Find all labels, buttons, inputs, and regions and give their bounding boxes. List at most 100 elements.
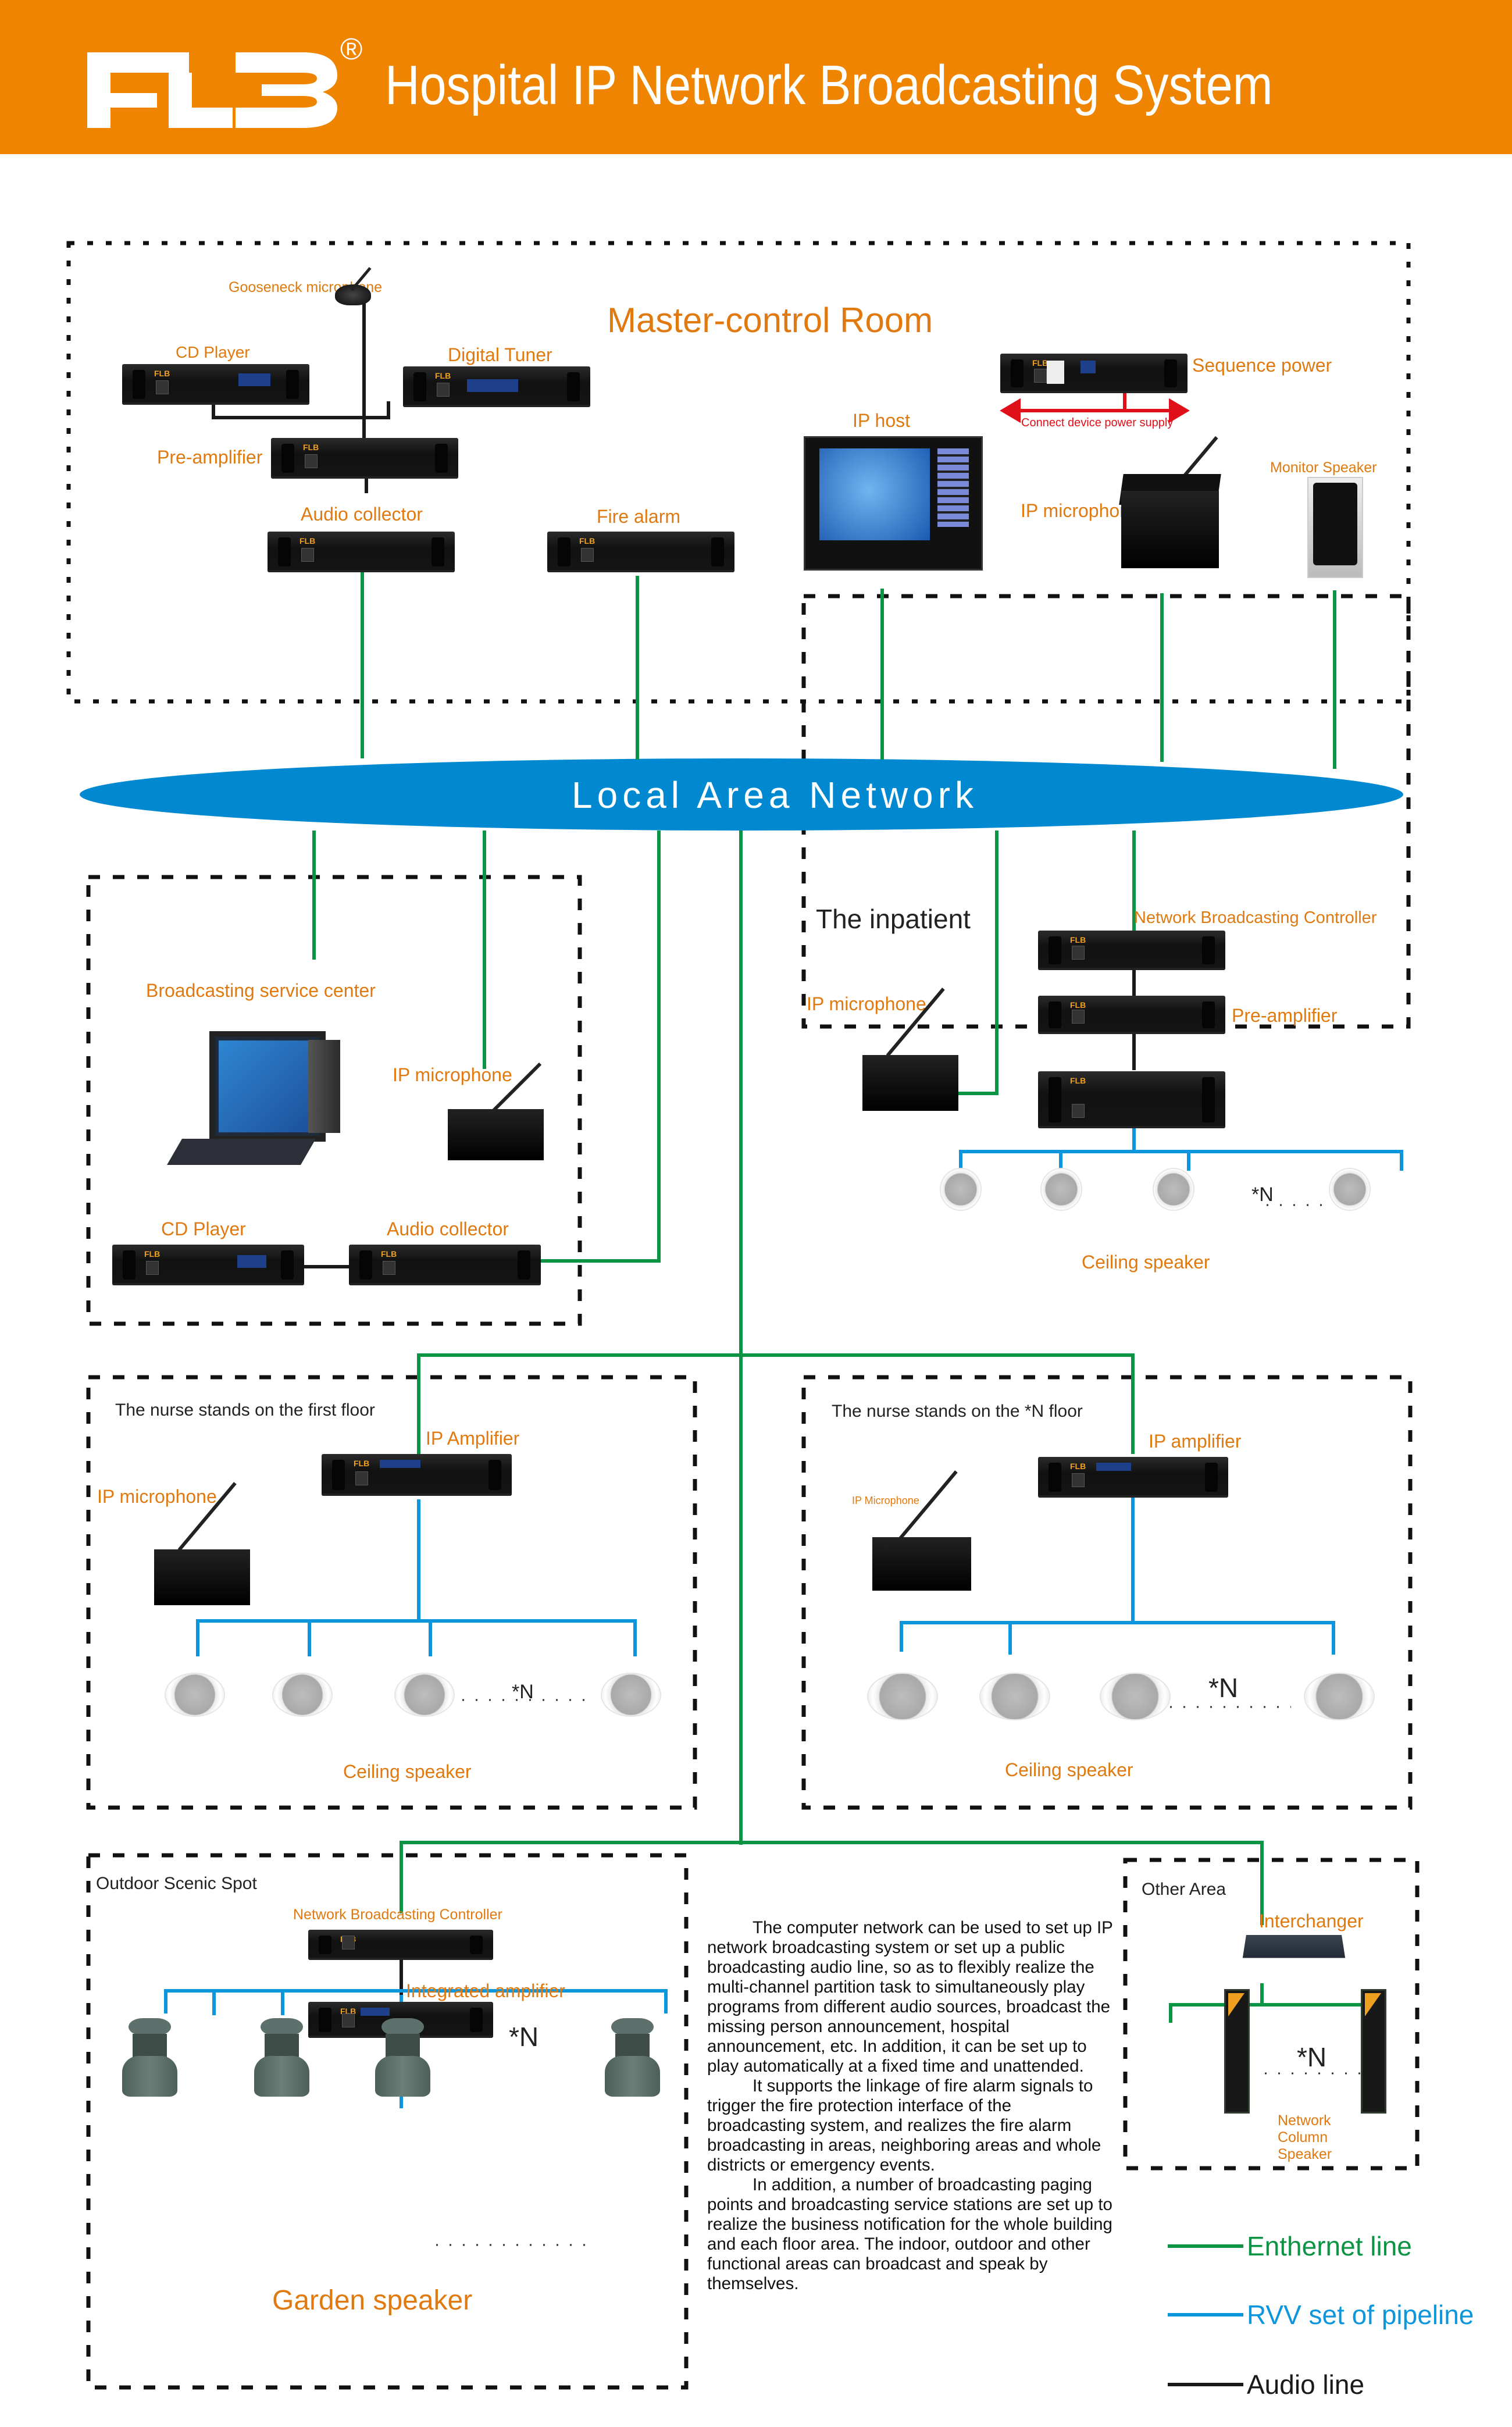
ceiling-speaker: [273, 1674, 331, 1716]
label-ceiling-speaker-inpatient: Ceiling speaker: [1082, 1252, 1210, 1273]
legend-item-ethernet: Enthernet line: [1168, 2230, 1412, 2262]
cd-player-device: FLB: [122, 364, 309, 405]
network-controller-outdoor-device: FLB: [308, 1930, 493, 1960]
multiplier-first: *N: [512, 1681, 534, 1703]
digital-tuner-device: FLB: [403, 366, 590, 407]
zone-title-outdoor: Outdoor Scenic Spot: [96, 1874, 257, 1893]
multiplier-outdoor: *N: [509, 2022, 539, 2052]
multiplier-inpatient: *N: [1251, 1184, 1274, 1206]
label-line: Speaker: [1278, 2146, 1332, 2162]
label-pre-amplifier-master: Pre-amplifier: [157, 447, 263, 468]
ceiling-speaker: [980, 1674, 1049, 1719]
description-paragraph: It supports the linkage of fire alarm si…: [707, 2076, 1101, 2175]
label-digital-tuner: Digital Tuner: [448, 344, 552, 365]
zone-title-nurse-n-floor: The nurse stands on the *N floor: [832, 1402, 1083, 1421]
zone-title-inpatient: The inpatient: [816, 904, 971, 934]
monitor-speaker-device: [1307, 477, 1363, 578]
label-ip-microphone-first: IP microphone: [97, 1486, 217, 1507]
ceiling-speaker: [1042, 1169, 1081, 1210]
legend-rvv-line-icon: [1168, 2313, 1243, 2316]
ip-microphone-first-device: [154, 1466, 250, 1605]
label-ceiling-speaker-n: Ceiling speaker: [1005, 1759, 1133, 1780]
ceiling-speaker: [1330, 1169, 1370, 1210]
zone-title-other-area: Other Area: [1142, 1880, 1226, 1899]
label-interchanger: Interchanger: [1259, 1911, 1364, 1931]
zone-title-service-center: Broadcasting service center: [146, 980, 376, 1001]
zone-other-area: [1123, 1858, 1420, 2171]
legend-label: Enthernet line: [1247, 2231, 1412, 2261]
label-network-controller-outdoor: Network Broadcasting Controller: [293, 1906, 502, 1923]
legend-ethernet-line-icon: [1168, 2244, 1243, 2248]
label-line: Column: [1278, 2129, 1328, 2146]
legend-item-audio: Audio line: [1168, 2369, 1364, 2400]
power-amplifier-inpatient-device: FLB: [1038, 1071, 1225, 1128]
network-controller-inpatient-device: FLB: [1038, 931, 1225, 970]
multiplier-other-area: *N: [1297, 2042, 1327, 2072]
zone-inpatient: [801, 594, 1411, 1029]
cd-player-service-device: FLB: [112, 1245, 304, 1285]
flb-logo-icon: [87, 52, 337, 128]
ip-microphone-master-device: [1119, 427, 1221, 568]
pre-amplifier-inpatient-device: FLB: [1038, 996, 1225, 1034]
audio-collector-service-device: FLB: [349, 1245, 541, 1285]
integrated-amplifier-device: FLB: [308, 2002, 493, 2038]
ceiling-speaker: [1305, 1674, 1374, 1719]
registered-mark: ®: [340, 33, 363, 66]
ceiling-speaker: [868, 1674, 937, 1719]
garden-speaker: [119, 2018, 180, 2097]
label-ip-amplifier-n: IP amplifier: [1149, 1431, 1242, 1452]
zone-title-nurse-first-floor: The nurse stands on the first floor: [115, 1400, 375, 1420]
label-ip-microphone-service: IP microphone: [393, 1064, 512, 1085]
computer-icon: [163, 877, 372, 1165]
garden-speaker: [372, 2018, 433, 2097]
column-speaker: [1224, 1989, 1250, 2114]
ip-host-device: [804, 436, 983, 571]
ceiling-speaker: [395, 1674, 454, 1716]
page-title: Hospital IP Network Broadcasting System: [385, 54, 1273, 116]
label-ip-microphone-inpatient: IP microphone: [807, 993, 926, 1014]
ceiling-speaker: [1101, 1674, 1169, 1719]
label-ceiling-speaker-first: Ceiling speaker: [343, 1761, 472, 1782]
label-pre-amplifier-inpatient: Pre-amplifier: [1232, 1005, 1338, 1026]
description-text: The computer network can be used to set …: [707, 1918, 1114, 2294]
legend-label: RVV set of pipeline: [1247, 2300, 1474, 2330]
label-ip-amplifier-first: IP Amplifier: [426, 1428, 520, 1449]
lan-label: Local Area Network: [572, 774, 978, 816]
garden-speaker: [251, 2018, 312, 2097]
label-network-controller-inpatient: Network Broadcasting Controller: [1134, 908, 1377, 927]
label-cd-player: CD Player: [176, 343, 250, 361]
ceiling-speaker: [1154, 1169, 1193, 1210]
label-sequence-power: Sequence power: [1192, 355, 1332, 376]
zone-service-center: [86, 875, 582, 1326]
label-ip-microphone-n: IP Microphone: [852, 1495, 919, 1506]
zone-master-control: [66, 241, 1411, 704]
legend-item-rvv: RVV set of pipeline: [1168, 2299, 1474, 2330]
zone-nurse-n-floor: [801, 1375, 1413, 1810]
interchanger-switch-device: [1242, 1934, 1346, 1958]
ceiling-speaker: [166, 1674, 224, 1716]
label-monitor-speaker: Monitor Speaker: [1270, 459, 1377, 476]
zone-title-master-control: Master-control Room: [607, 301, 933, 340]
audio-collector-device: FLB: [268, 532, 455, 572]
ip-microphone-service-device: [448, 1047, 544, 1160]
label-integrated-amplifier: Integrated amplifier: [406, 1980, 565, 2001]
label-connect-power-supply: Connect device power supply: [1021, 416, 1174, 429]
ceiling-speaker: [941, 1169, 980, 1210]
fire-alarm-device: FLB: [547, 532, 734, 572]
zone-outdoor: [86, 1853, 689, 2390]
zone-nurse-first-floor: [86, 1375, 697, 1810]
label-network-column-speaker: Network Column Speaker: [1278, 2112, 1332, 2163]
column-speaker: [1361, 1989, 1386, 2114]
legend-audio-line-icon: [1168, 2383, 1243, 2386]
label-garden-speaker: Garden speaker: [272, 2285, 473, 2316]
label-cd-player-service: CD Player: [161, 1218, 246, 1239]
description-paragraph: The computer network can be used to set …: [707, 1918, 1113, 2076]
pre-amplifier-device: FLB: [271, 438, 458, 479]
multiplier-n: *N: [1208, 1673, 1239, 1703]
lan-ellipse: [80, 758, 1403, 831]
label-audio-collector-service: Audio collector: [387, 1218, 509, 1239]
label-fire-alarm: Fire alarm: [597, 506, 681, 527]
gooseneck-microphone-icon: [333, 259, 375, 305]
garden-speaker: [602, 2018, 663, 2097]
